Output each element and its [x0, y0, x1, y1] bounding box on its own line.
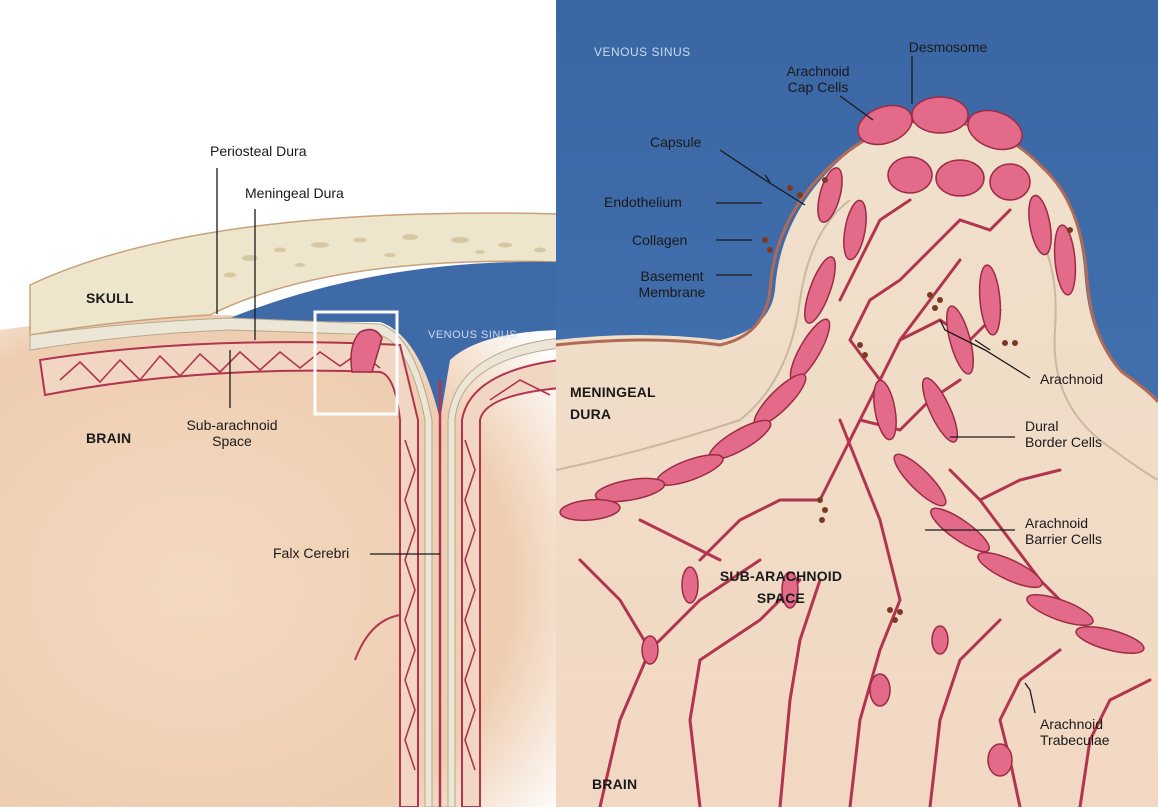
label-dural-border-cells: Dural Border Cells	[1025, 418, 1102, 450]
cell	[870, 674, 890, 706]
label-line: Space	[186, 433, 277, 449]
cell	[988, 744, 1012, 776]
label-arachnoid-trabeculae: Arachnoid Trabeculae	[1040, 716, 1110, 748]
label-arachnoid-barrier-cells: Arachnoid Barrier Cells	[1025, 515, 1102, 547]
label-line: DURA	[570, 406, 656, 422]
cell	[936, 160, 984, 196]
cell	[990, 164, 1030, 200]
label-endothelium: Endothelium	[604, 194, 682, 210]
label-desmosome: Desmosome	[909, 39, 988, 55]
label-line: SPACE	[720, 590, 842, 606]
label-line: Basement	[639, 268, 706, 284]
label-subarachnoid-space-left: Sub-arachnoid Space	[186, 417, 277, 449]
label-line: Arachnoid	[786, 63, 849, 79]
label-line: MENINGEAL	[570, 384, 656, 400]
label-skull: SKULL	[86, 290, 134, 306]
label-brain-left: BRAIN	[86, 430, 131, 446]
label-capsule: Capsule	[650, 134, 701, 150]
label-arachnoid: Arachnoid	[1040, 371, 1103, 387]
cell	[912, 97, 968, 133]
label-basement-membrane: Basement Membrane	[639, 268, 706, 300]
label-falx-cerebri: Falx Cerebri	[273, 545, 349, 561]
label-line: Trabeculae	[1040, 732, 1110, 748]
label-line: Membrane	[639, 284, 706, 300]
label-meningeal-dura-left: Meningeal Dura	[245, 185, 344, 201]
label-arachnoid-cap-cells: Arachnoid Cap Cells	[786, 63, 849, 95]
label-line: SUB-ARACHNOID	[720, 568, 842, 584]
label-line: Border Cells	[1025, 434, 1102, 450]
label-meningeal-dura-right: MENINGEAL DURA	[570, 384, 656, 422]
cell	[682, 567, 698, 603]
left-panel	[0, 213, 560, 807]
label-line: Sub-arachnoid	[186, 417, 277, 433]
label-line: Dural	[1025, 418, 1102, 434]
cell	[888, 157, 932, 193]
label-line: Arachnoid	[1040, 716, 1110, 732]
label-brain-right: BRAIN	[592, 776, 637, 792]
label-venous-sinus-right: VENOUS SINUS	[594, 44, 691, 60]
label-line: Barrier Cells	[1025, 531, 1102, 547]
label-line: Cap Cells	[786, 79, 849, 95]
label-periosteal-dura: Periosteal Dura	[210, 143, 307, 159]
cell	[642, 636, 658, 664]
label-collagen: Collagen	[632, 232, 687, 248]
cell	[932, 626, 948, 654]
label-subarachnoid-space-right: SUB-ARACHNOID SPACE	[720, 568, 842, 606]
label-line: Arachnoid	[1025, 515, 1102, 531]
label-venous-sinus-left: VENOUS SINUS	[428, 327, 517, 343]
